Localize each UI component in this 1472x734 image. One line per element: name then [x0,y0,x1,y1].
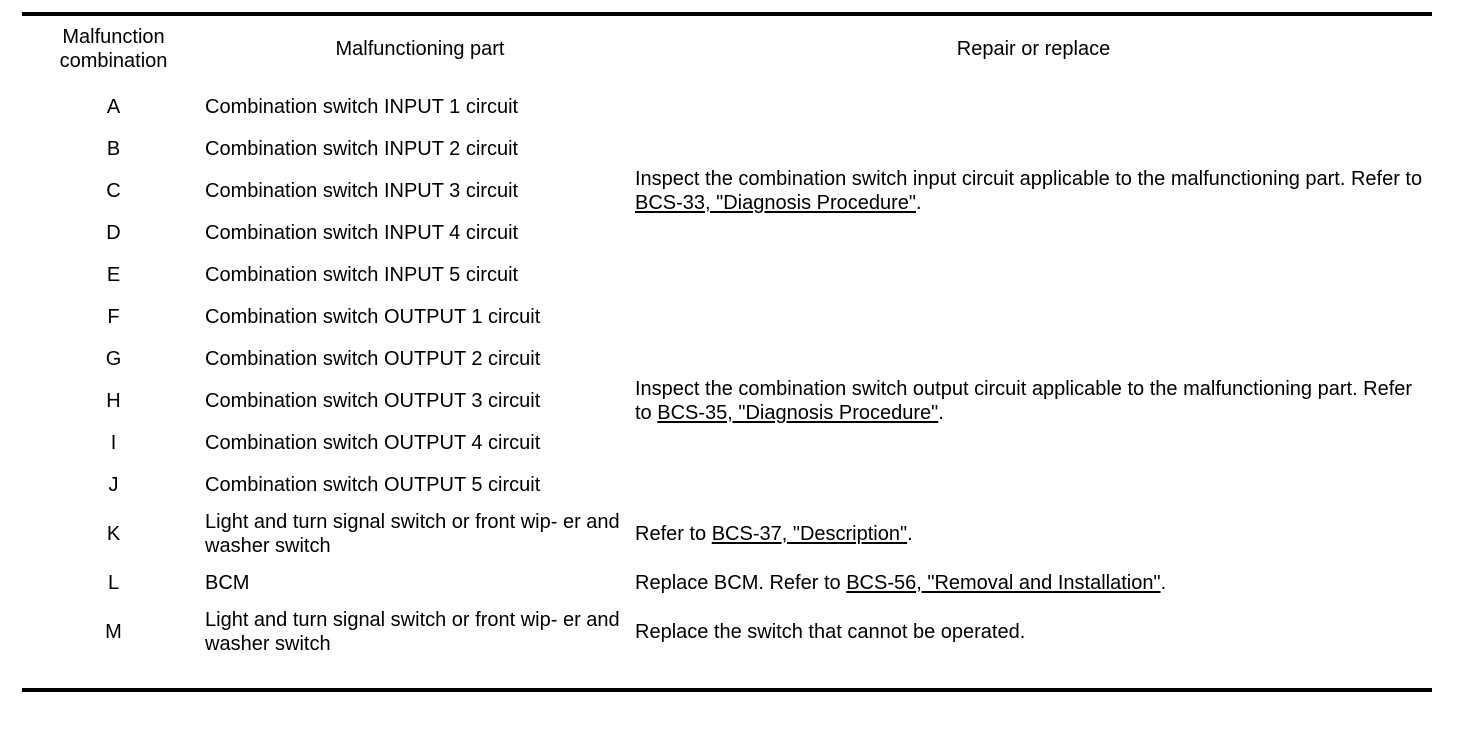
table-row: B Combination switch INPUT 2 circuit [22,128,1432,170]
table-row: E Combination switch INPUT 5 circuit [22,254,1432,296]
row-part-j: Combination switch OUTPUT 5 circuit [205,473,541,496]
action-k-text-after: . [907,522,913,545]
header-row: Malfunction combination Malfunctioning p… [22,12,1432,86]
action-input-text-after: . [916,192,922,214]
table-row: K Light and turn signal switch or front … [22,506,1432,562]
action-output-group: Inspect the combination switch output ci… [635,296,1432,506]
row-code-g: G [105,347,122,370]
row-code-c: C [106,179,121,202]
table-row: C Combination switch INPUT 3 circuit [22,170,1432,212]
row-code-k: K [106,522,121,545]
row-part-h: Combination switch OUTPUT 3 circuit [205,389,541,412]
row-code-d: D [106,221,121,244]
table-top-border [22,12,1432,16]
action-l-text-after: . [1160,571,1167,594]
header-malfunction-combination-line2: combination [59,50,168,72]
row-part-g: Combination switch OUTPUT 2 circuit [205,347,541,370]
table-row: F Combination switch OUTPUT 1 circuit In… [22,296,1432,424]
row-part-f: Combination switch OUTPUT 1 circuit [205,305,541,328]
row-code-j: J [108,473,119,496]
row-part-i: Combination switch OUTPUT 4 circuit [205,431,541,454]
row-part-k: Light and turn signal switch or front wi… [205,506,635,562]
link-bcs-33-diagnosis-procedure[interactable]: BCS-33, "Diagnosis Procedure" [635,192,916,214]
row-code-m: M [105,620,122,643]
row-part-l: BCM [205,571,250,594]
link-bcs-37-description[interactable]: BCS-37, "Description" [711,522,908,545]
table-body: A Combination switch INPUT 1 circuit Ins… [22,86,1432,660]
row-part-b: Combination switch INPUT 2 circuit [205,137,519,160]
row-part-m-line2: er and washer switch [205,608,620,655]
row-code-f: F [107,305,120,328]
row-part-k-line2: er and washer switch [205,510,620,557]
table-header: Malfunction combination Malfunctioning p… [22,12,1432,86]
table-row: A Combination switch INPUT 1 circuit Ins… [22,86,1432,214]
action-input-group: Inspect the combination switch input cir… [635,86,1432,296]
action-row-k: Refer to BCS-37, "Description". [635,506,1432,562]
action-row-l: Replace BCM. Refer to BCS-56, "Removal a… [635,562,1432,604]
header-repair-or-replace: Repair or replace [956,37,1111,60]
action-output-text-before: Inspect the combination switch output ci… [635,377,1413,424]
row-code-a: A [106,95,121,118]
row-code-e: E [106,263,121,286]
row-code-h: H [106,389,121,412]
row-code-i: I [110,431,117,454]
link-bcs-56-removal-and-installation[interactable]: BCS-56, "Removal and Installation" [846,571,1161,594]
header-malfunction-combination-line1: Malfunction [62,25,165,48]
action-output-text-after: . [938,402,944,424]
malfunction-combination-table: Malfunction combination Malfunctioning p… [22,12,1432,660]
row-part-m-line1: Light and turn signal switch or front wi… [205,608,558,631]
row-part-d: Combination switch INPUT 4 circuit [205,221,519,244]
row-part-k-line1: Light and turn signal switch or front wi… [205,510,558,533]
action-l-text-before: Replace BCM. Refer to [635,571,847,594]
table-row: D Combination switch INPUT 4 circuit [22,212,1432,254]
table-row: L BCM Replace BCM. Refer to BCS-56, "Rem… [22,562,1432,604]
row-part-c: Combination switch INPUT 3 circuit [205,179,519,202]
table-row: H Combination switch OUTPUT 3 circuit [22,380,1432,422]
row-part-a: Combination switch INPUT 1 circuit [205,95,519,118]
action-m-text: Replace the switch that cannot be operat… [635,620,1026,643]
row-code-b: B [106,137,121,160]
row-code-l: L [107,571,120,594]
row-part-m: Light and turn signal switch or front wi… [205,604,635,660]
table-row: I Combination switch OUTPUT 4 circuit [22,422,1432,464]
row-part-e: Combination switch INPUT 5 circuit [205,263,519,286]
action-k-text-before: Refer to [635,522,712,545]
table-row: G Combination switch OUTPUT 2 circuit [22,338,1432,380]
table-row: M Light and turn signal switch or front … [22,604,1432,660]
table-bottom-border [22,688,1432,692]
action-input-text-before: Inspect the combination switch input cir… [635,167,1423,190]
link-bcs-35-diagnosis-procedure[interactable]: BCS-35, "Diagnosis Procedure" [657,402,939,424]
action-row-m: Replace the switch that cannot be operat… [635,604,1432,660]
header-malfunction-combination: Malfunction combination [22,12,205,86]
header-malfunctioning-part: Malfunctioning part [335,37,505,60]
table-row: J Combination switch OUTPUT 5 circuit [22,464,1432,506]
